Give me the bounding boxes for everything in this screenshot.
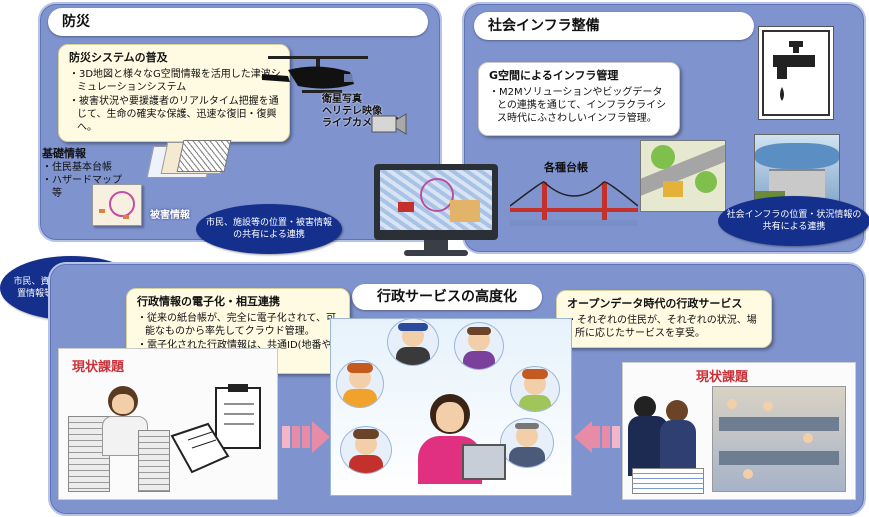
disaster-title: 防災 [48, 8, 428, 36]
right-issue-label: 現状課題 [696, 370, 749, 385]
clipboard-documents-icon [170, 384, 261, 474]
infra-management-box: G空間によるインフラ管理 ・M2Mソリューションやビッグデータとの連携を通じて、… [478, 62, 680, 136]
center-monitor [374, 164, 498, 260]
infra-box-title: G空間によるインフラ管理 [489, 69, 619, 82]
camera-icon [371, 113, 407, 135]
aerial-data-label: 衛星写真 ヘリテレ映像 ライブカメラ映像 [322, 94, 402, 129]
office-clerk-illustration [68, 376, 170, 492]
disaster-bullet: ・被害状況や要援護者のリアルタイム把握を通じて、生命の確実な保護、迅速な復旧・復… [69, 96, 279, 133]
right-flow-arrow [574, 421, 622, 453]
left-flow-arrow [282, 421, 330, 453]
basic-info-title: 基礎情報 [42, 147, 86, 160]
admin-title: 行政サービスの高度化 [352, 284, 542, 310]
citizen-avatar [510, 366, 560, 412]
infra-bullet: ・M2Mソリューションやビッグデータとの連携を通じて、インフラクライシス時代にふ… [489, 87, 667, 124]
disaster-share-oval: 市民、施設等の位置・被害情報の共有による連携 [196, 204, 342, 254]
citizen-avatar [340, 426, 392, 474]
disaster-bullet: ・3D地図と様々なG空間情報を活用した津波シミュレーションシステム [69, 69, 281, 93]
infra-share-oval: 社会インフラの位置・状況情報の共有による連携 [718, 196, 869, 246]
basic-info-item: ・ハザードマップ [42, 175, 122, 186]
admin-opendata-box: オープンデータ時代の行政サービス ・それぞれの住民が、それぞれの状況、場所に応じ… [556, 290, 772, 348]
crowded-office-illustration [628, 386, 848, 494]
hazard-map-icon [92, 184, 142, 226]
admin-right-box-title: オープンデータ時代の行政サービス [567, 297, 743, 310]
citizen-avatar [500, 418, 554, 468]
citizen-avatar [336, 360, 384, 408]
basic-info-item: ・住民基本台帳 [42, 162, 112, 173]
map-stack-icon [146, 140, 232, 178]
park-road-icon [640, 140, 726, 212]
map-screen [380, 170, 492, 230]
citizen-avatar [387, 318, 439, 366]
citizen-avatar [454, 322, 504, 370]
central-operator-illustration [404, 392, 506, 492]
admin-right-bullet: ・それぞれの住民が、それぞれの状況、場所に応じたサービスを享受。 [567, 315, 757, 339]
bridge-icon [510, 181, 638, 226]
left-issue-label: 現状課題 [72, 360, 125, 375]
disaster-box-title: 防災システムの普及 [69, 51, 168, 64]
disaster-system-box: 防災システムの普及 ・3D地図と様々なG空間情報を活用した津波シミュレーションシ… [58, 44, 290, 142]
ledger-label: 各種台帳 [544, 161, 588, 174]
basic-info-item: 等 [42, 188, 62, 199]
damage-info-label: 被害情報 [150, 210, 190, 221]
faucet-icon [758, 26, 834, 120]
helicopter-icon [262, 56, 368, 93]
admin-left-box-title: 行政情報の電子化・相互連携 [137, 295, 280, 308]
admin-left-bullet: ・従来の紙台帳が、完全に電子化されて、可能なものから率先してクラウド管理。 [137, 313, 336, 337]
infra-title: 社会インフラ整備 [474, 12, 754, 40]
